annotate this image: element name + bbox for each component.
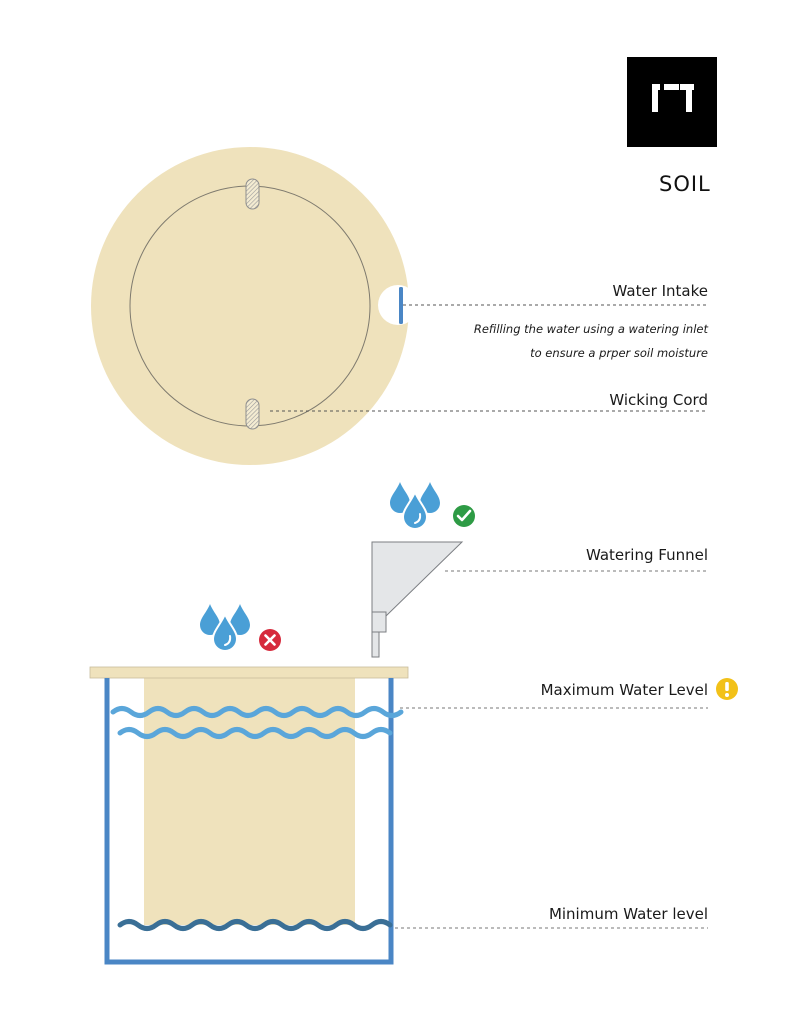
max-water-wave-1 [110, 706, 404, 718]
water-intake-note-2: to ensure a prper soil moisture [530, 346, 708, 360]
exclamation-circle-icon [716, 678, 738, 700]
water-intake-notch [378, 285, 418, 325]
side-view [89, 666, 409, 965]
watering-funnel-label: Watering Funnel [585, 546, 708, 564]
top-view-outer-disk [91, 147, 409, 465]
min-water-wave [117, 919, 393, 931]
check-circle-icon [453, 505, 475, 527]
water-intake-lip [399, 287, 403, 324]
x-circle-icon [259, 629, 281, 651]
pot-lid [89, 666, 409, 679]
water-drops-icon [390, 482, 440, 530]
max-water-level-label: Maximum Water Level [540, 681, 708, 699]
water-intake-label: Water Intake [612, 282, 709, 300]
soil-column [144, 677, 355, 925]
wicking-slot-bottom [245, 398, 260, 430]
water-drops-icon [200, 604, 250, 652]
watering-funnel [371, 541, 464, 658]
brand-name: SOIL [659, 172, 711, 196]
top-view [91, 147, 418, 465]
max-water-wave-2 [117, 727, 393, 739]
min-water-level-label: Minimum Water level [548, 905, 708, 923]
wicking-slot-top [245, 178, 260, 210]
wicking-cord-label: Wicking Cord [609, 391, 708, 409]
bracket-logo-icon [627, 57, 717, 147]
water-intake-note-1: Refilling the water using a watering inl… [473, 322, 708, 336]
reservoir-wall [104, 678, 394, 965]
